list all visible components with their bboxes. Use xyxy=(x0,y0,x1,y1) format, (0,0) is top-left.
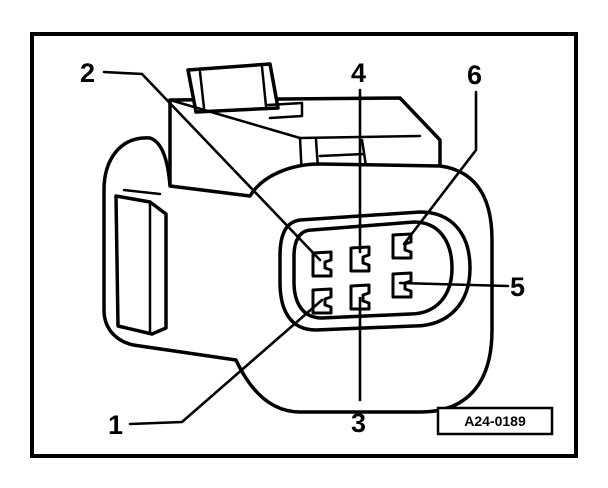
leader-6 xyxy=(402,90,478,246)
side-pad xyxy=(114,194,168,336)
leader-lines xyxy=(102,70,510,426)
callout-5: 5 xyxy=(510,272,525,302)
callout-6: 6 xyxy=(467,60,482,90)
leader-5 xyxy=(398,281,510,288)
connector-housing-illustration xyxy=(102,62,494,414)
reference-code: A24-0189 xyxy=(464,413,526,429)
reference-code-box xyxy=(436,406,554,436)
callout-1: 1 xyxy=(108,410,123,440)
leader-1 xyxy=(128,298,324,426)
contact-pin-4 xyxy=(349,245,371,273)
leader-2 xyxy=(102,70,322,262)
callout-4: 4 xyxy=(351,58,366,88)
callout-2: 2 xyxy=(80,58,95,88)
contact-pin-5 xyxy=(391,271,413,299)
callout-3: 3 xyxy=(351,408,366,438)
locking-latch xyxy=(186,62,280,114)
